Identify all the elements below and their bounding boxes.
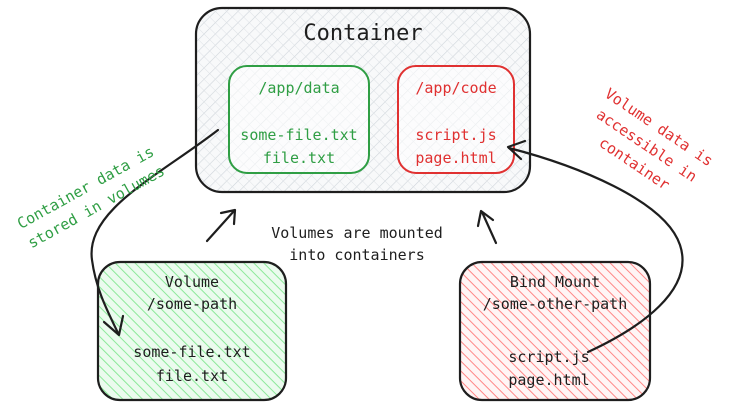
volume-path: /some-path: [147, 295, 237, 313]
app-code-file-2: page.html: [415, 149, 496, 167]
volume-box: Volume /some-path some-file.txt file.txt: [96, 260, 288, 402]
annotation-mounted-line-1: Volumes are mounted: [271, 224, 443, 242]
annotation-mounted-line-2: into containers: [289, 246, 424, 264]
bind-mount-title: Bind Mount: [510, 273, 600, 291]
bind-mount-box: Bind Mount /some-other-path script.js pa…: [458, 260, 652, 402]
annotation-stored: Container data is stored in volumes: [14, 143, 168, 252]
container-title: Container: [303, 21, 422, 46]
app-data-file-1: some-file.txt: [240, 126, 357, 144]
arrow-data-to-volume: [90, 128, 220, 337]
annotation-mounted: Volumes are mounted into containers: [271, 224, 443, 264]
arrow-mount-right: [476, 209, 498, 245]
volume-file-1: some-file.txt: [133, 343, 250, 361]
volume-title: Volume: [165, 273, 219, 291]
app-code-path: /app/code: [415, 79, 496, 97]
volume-file-2: file.txt: [156, 367, 228, 385]
app-code-file-1: script.js: [415, 126, 496, 144]
bind-mount-file-2: page.html: [508, 371, 589, 389]
annotation-accessible: Volume data is accessible in container: [593, 84, 716, 193]
arrow-mount-left: [205, 208, 237, 243]
app-code-box: /app/code script.js page.html: [397, 65, 515, 174]
arrow-bind-to-code: [506, 139, 684, 354]
bind-mount-path: /some-other-path: [483, 295, 628, 313]
app-data-file-2: file.txt: [263, 149, 335, 167]
app-data-box: /app/data some-file.txt file.txt: [228, 65, 370, 174]
app-data-path: /app/data: [258, 79, 339, 97]
bind-mount-file-1: script.js: [508, 348, 589, 366]
